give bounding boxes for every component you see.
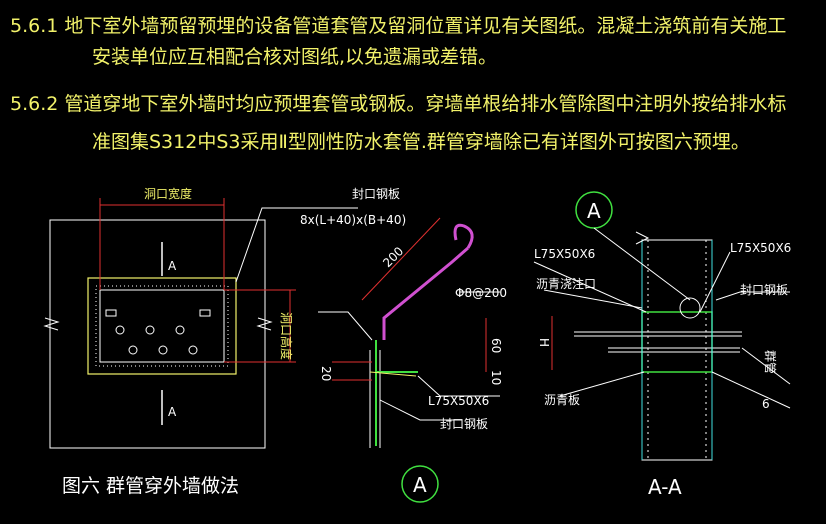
right-section-view: A L75X50X6 L75X50X6 沥青浇注口 封口钢板 H: [533, 191, 791, 499]
angle-left-label: L75X50X6: [534, 247, 595, 261]
note-line-2: 安装单位应互相配合核对图纸,以免遗漏或差错。: [92, 46, 497, 68]
slot-right: [199, 309, 211, 317]
wall-leader: [318, 311, 373, 341]
pipe-lines: [574, 331, 742, 353]
dim-6-label: 6: [762, 397, 770, 411]
asphalt-opening-leader: [543, 289, 643, 309]
rebar-bar: [382, 246, 469, 340]
detail-circle-a: [401, 465, 439, 503]
plate-r-leader: [715, 291, 790, 301]
note-line-1: 5.6.1 地下室外墙预留预埋的设备管道套管及留洞位置详见有关图纸。混凝土浇筑前…: [10, 15, 786, 37]
pipe-group-label: 群管: [763, 350, 778, 374]
middle-detail-view: 200 Φ8@200 60 10 20 L75X50X6 封口钢板 A: [318, 217, 507, 503]
pipe-group-leader: [741, 347, 791, 385]
mid-plate-label: 封口钢板: [440, 417, 488, 431]
detail-circle-small: [679, 297, 701, 319]
left-elevation-view: 洞口宽度 洞口高度 A A 封口钢板 8x(L+40)x(B+40): [43, 186, 406, 449]
sleeve-region: [641, 311, 713, 373]
opening-outline: [99, 289, 225, 363]
break-mark-right: [256, 317, 273, 331]
angle-label: L75X50X6: [428, 394, 489, 408]
section-detail-mark: A: [587, 199, 601, 223]
section-mark-top: A: [168, 259, 177, 273]
angle-left-leader: [533, 261, 647, 313]
asphalt-opening-label: 沥青浇注口: [536, 276, 596, 291]
angle-leader: [417, 375, 500, 397]
dim-label-opening-height: 洞口高度: [279, 312, 294, 360]
asphalt-board-leader: [559, 371, 645, 397]
dim-6-leader: [711, 371, 791, 409]
pipe-circles: [115, 325, 198, 355]
break-top: [635, 231, 650, 245]
rebar-hook: [453, 223, 474, 249]
detail-mark-a: A: [413, 473, 427, 497]
mid-plate-leader: [379, 399, 462, 421]
plate-size-label: 8x(L+40)x(B+40): [300, 213, 406, 227]
opening-hatch: [95, 285, 229, 367]
wall-outline: [49, 219, 266, 449]
angle-right-leader: [699, 251, 731, 313]
plate-r-label: 封口钢板: [740, 283, 788, 297]
dim-label-10: 10: [489, 370, 503, 385]
note-line-3: 5.6.2 管道穿地下室外墙时均应预埋套管或钢板。穿墙单根给排水管除图中注明外按…: [10, 93, 786, 115]
section-title: A-A: [648, 475, 682, 499]
dim-label-60: 60: [489, 338, 503, 353]
dim-label-opening-width: 洞口宽度: [144, 186, 192, 201]
dim-label-20: 20: [319, 366, 333, 381]
rebar-label: Φ8@200: [455, 286, 507, 300]
plate-line: [369, 371, 417, 377]
break-mark-left: [43, 317, 60, 331]
dim-label-200: 200: [380, 244, 406, 270]
slot-left: [105, 309, 117, 317]
wall-section: [641, 239, 713, 461]
angle-right-label: L75X50X6: [730, 241, 791, 255]
detail-leader: [593, 227, 691, 301]
figure-caption: 图六 群管穿外墙做法: [62, 475, 239, 497]
dim-line-200: [361, 217, 441, 301]
section-mark-bottom: A: [168, 405, 177, 419]
plate-label: 封口钢板: [352, 187, 400, 201]
sealing-plate-outline: [87, 277, 237, 375]
dim-label-h: H: [537, 338, 551, 347]
plate-leader: [235, 207, 358, 283]
note-line-4: 准图集S312中S3采用Ⅱ型刚性防水套管.群管穿墙除已有详图外可按图六预埋。: [92, 131, 750, 153]
asphalt-board-label: 沥青板: [544, 393, 580, 407]
